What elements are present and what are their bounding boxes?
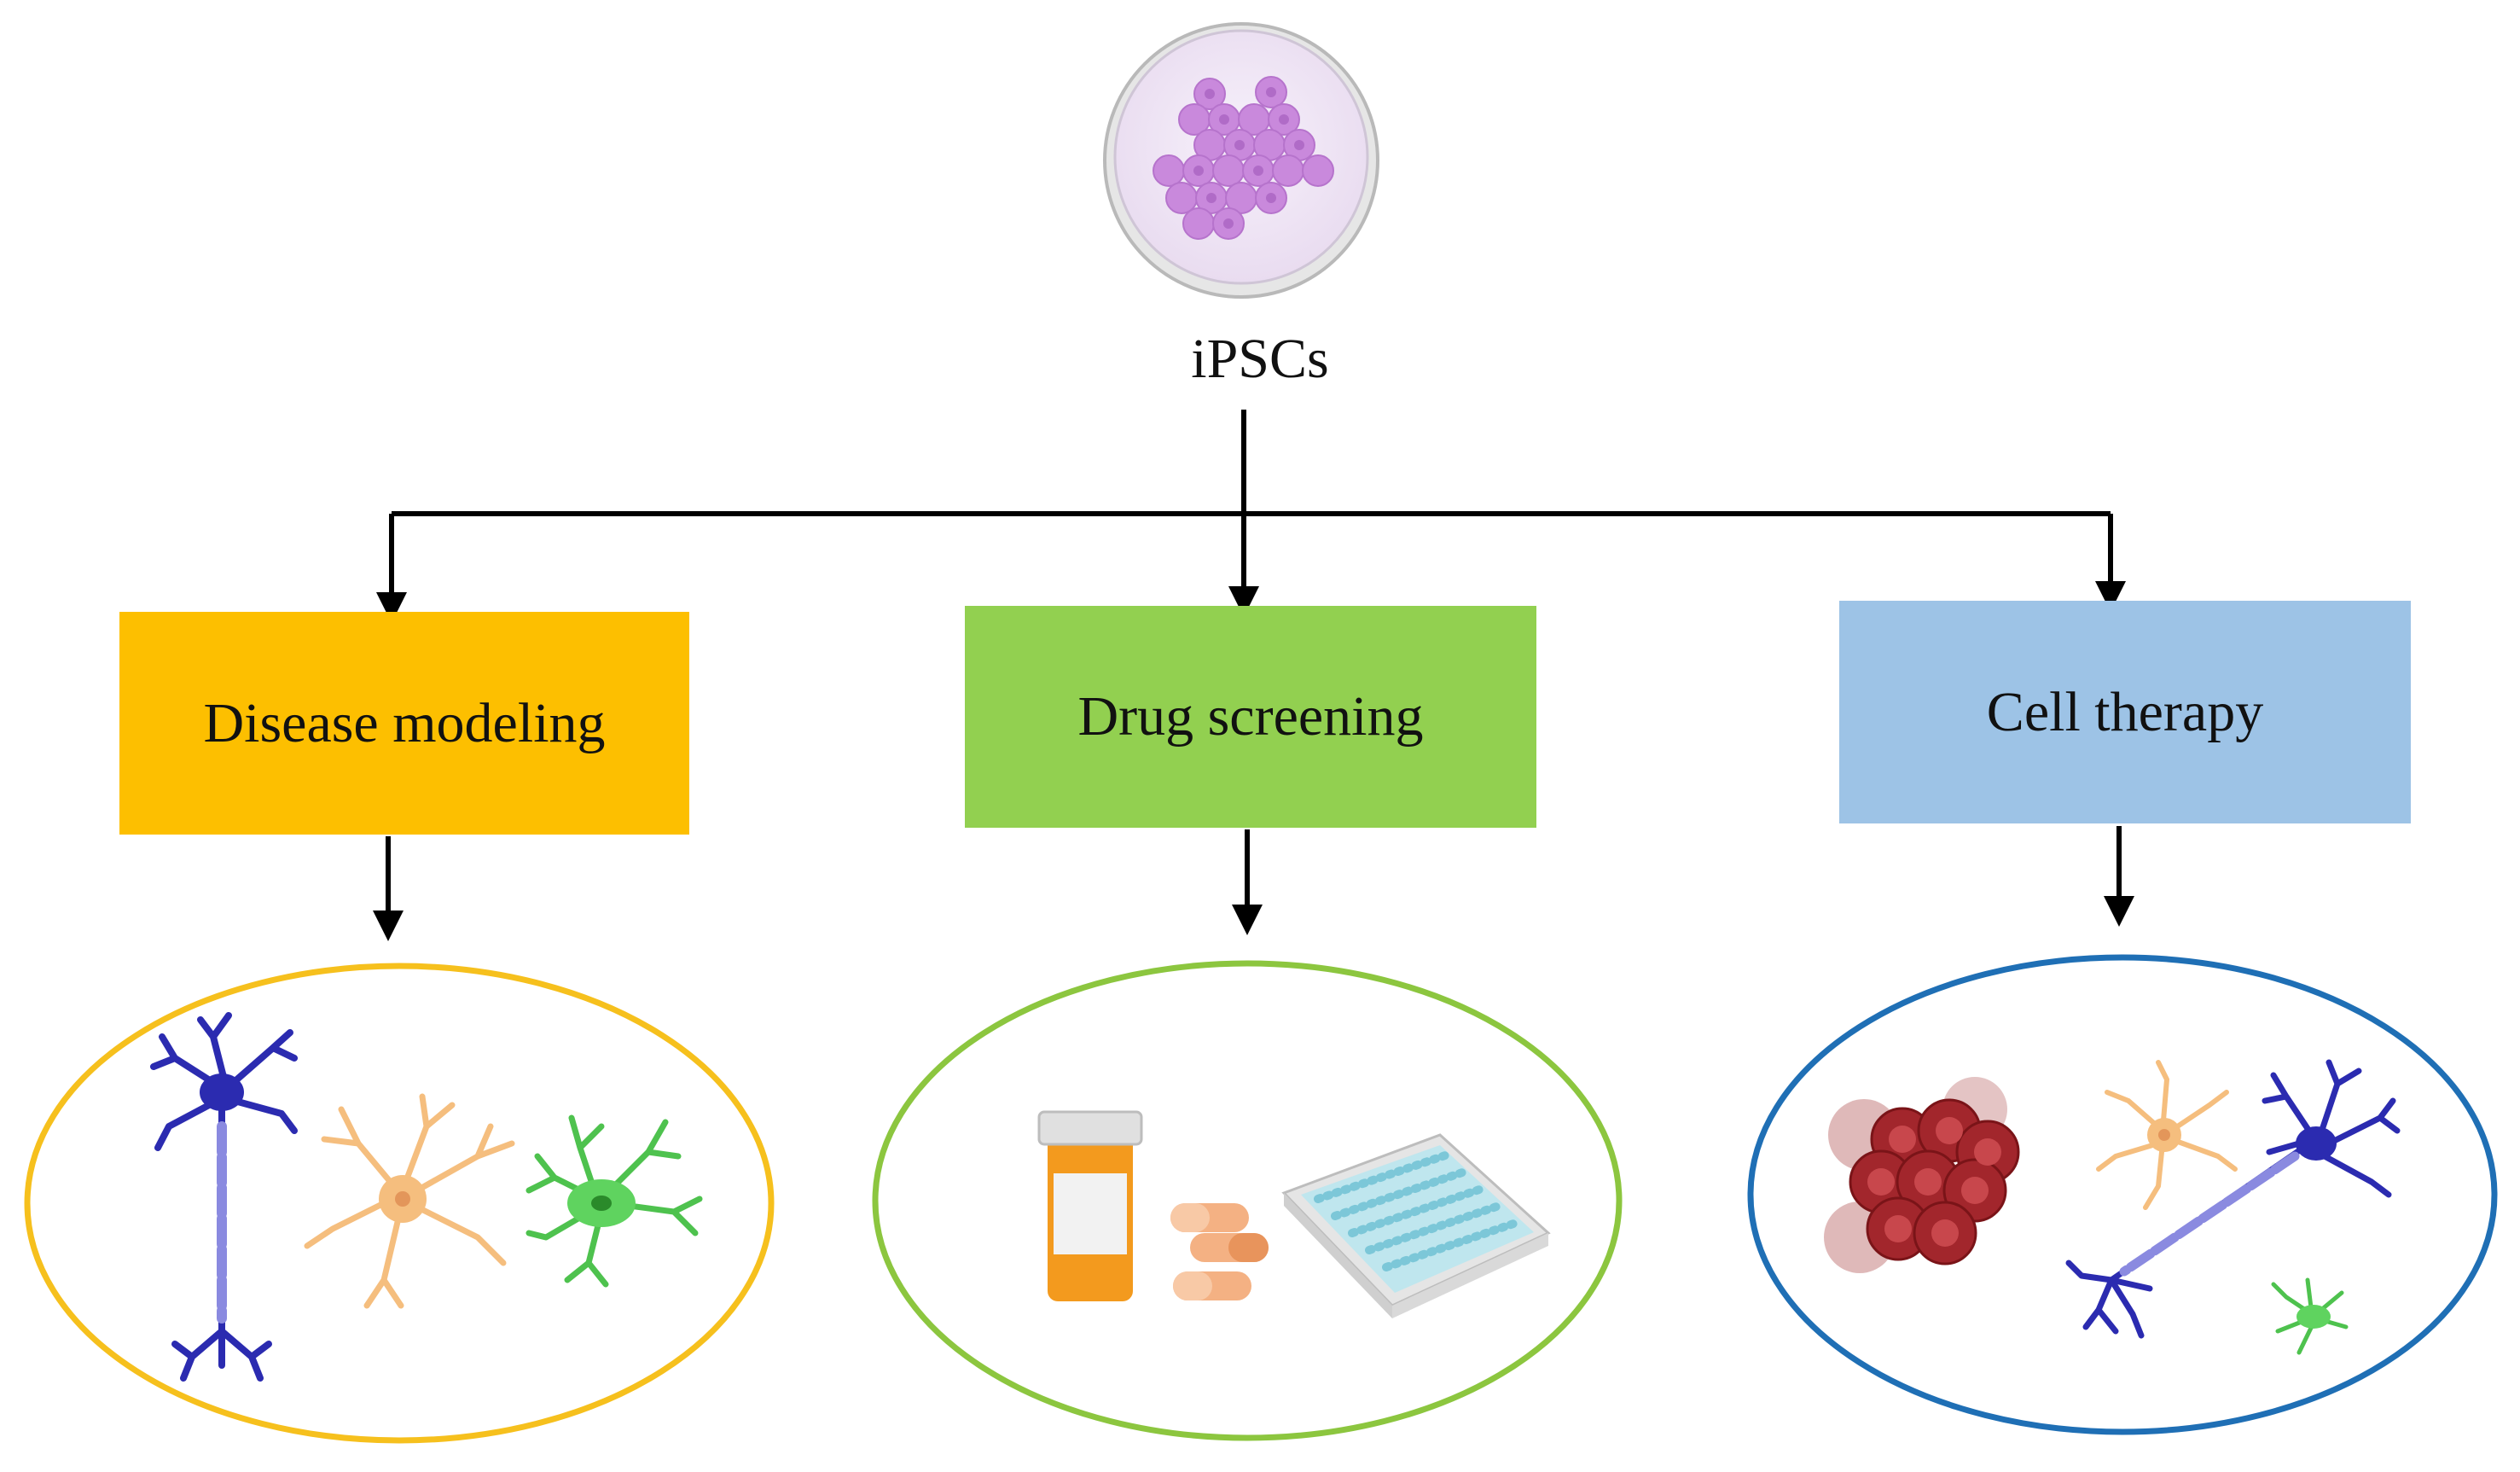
cell-therapy-ellipse xyxy=(1747,954,2498,1435)
disease-modeling-ellipse xyxy=(24,963,775,1444)
disease-modeling-label: Disease modeling xyxy=(203,691,606,754)
drug-screening-ellipse xyxy=(872,960,1623,1441)
neuron-icon xyxy=(150,1012,298,1382)
drug-screening-label: Drug screening xyxy=(1077,685,1424,748)
pill-bottle-icon xyxy=(1037,1110,1143,1301)
cell-therapy-box: Cell therapy xyxy=(1839,601,2411,823)
microglia-icon xyxy=(2271,1277,2349,1355)
capsules-icon xyxy=(1170,1203,1269,1300)
cell-cluster-icon xyxy=(1824,1077,2020,1273)
connector-lines xyxy=(373,410,2134,941)
petri-dish-icon xyxy=(1103,22,1379,299)
drug-screening-box: Drug screening xyxy=(965,606,1536,828)
cell-therapy-label: Cell therapy xyxy=(1986,680,2264,743)
neuron-icon xyxy=(2065,1059,2401,1339)
ipscs-label: iPSCs xyxy=(1191,328,1329,390)
well-plate-icon xyxy=(1281,1133,1551,1318)
microglia-icon xyxy=(525,1114,703,1288)
astrocyte-icon xyxy=(2096,1060,2238,1210)
astrocyte-icon xyxy=(304,1093,515,1309)
disease-modeling-box: Disease modeling xyxy=(119,612,689,835)
